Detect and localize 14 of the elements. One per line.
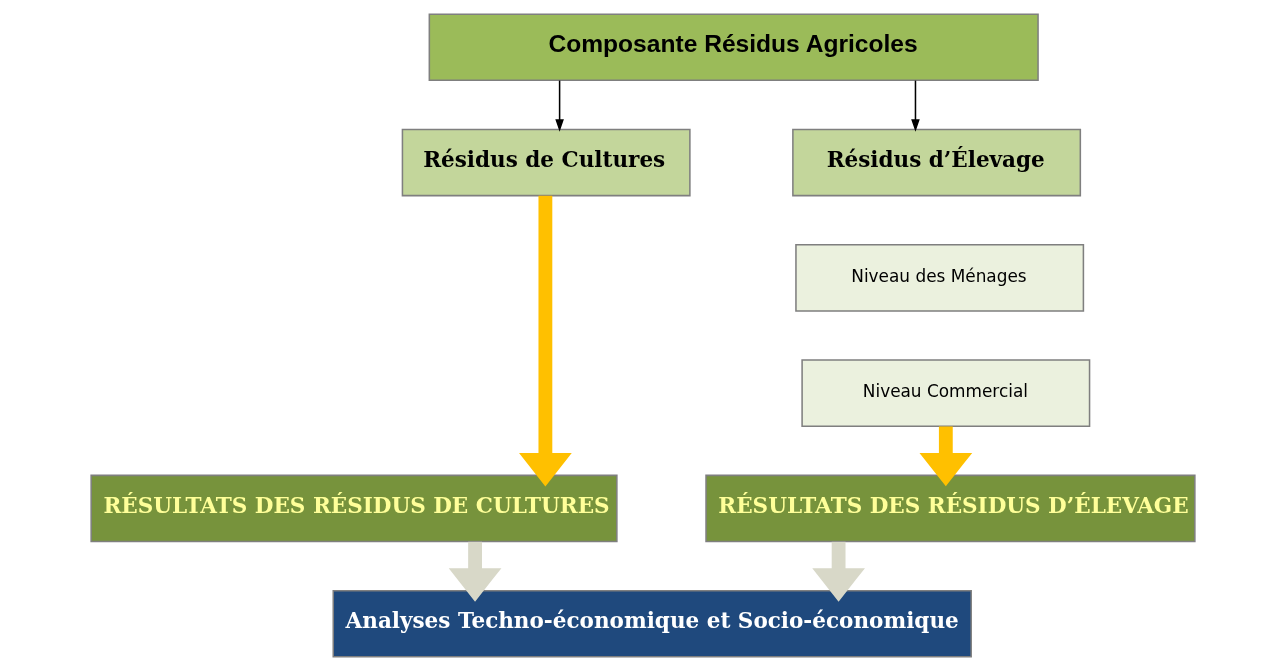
arrow [919,426,972,487]
arrow [448,541,501,602]
node-box: Résidus de Cultures [401,128,691,197]
arrow [518,195,572,487]
node-box: Niveau Commercial [800,359,1090,427]
node-box: RÉSULTATS DES RÉSIDUS D’ÉLEVAGE [704,474,1196,543]
arrow [910,79,920,132]
arrow [811,541,865,602]
arrow [554,79,564,132]
node-box: Résidus d’Élevage [791,128,1081,197]
node-box: Analyses Techno-économique et Socio-économique [332,589,972,658]
node-box: Composante Résidus Agricoles [428,13,1039,82]
node-box: Niveau des Ménages [794,244,1084,312]
node-box: RÉSULTATS DES RÉSIDUS DE CULTURES [89,474,618,543]
